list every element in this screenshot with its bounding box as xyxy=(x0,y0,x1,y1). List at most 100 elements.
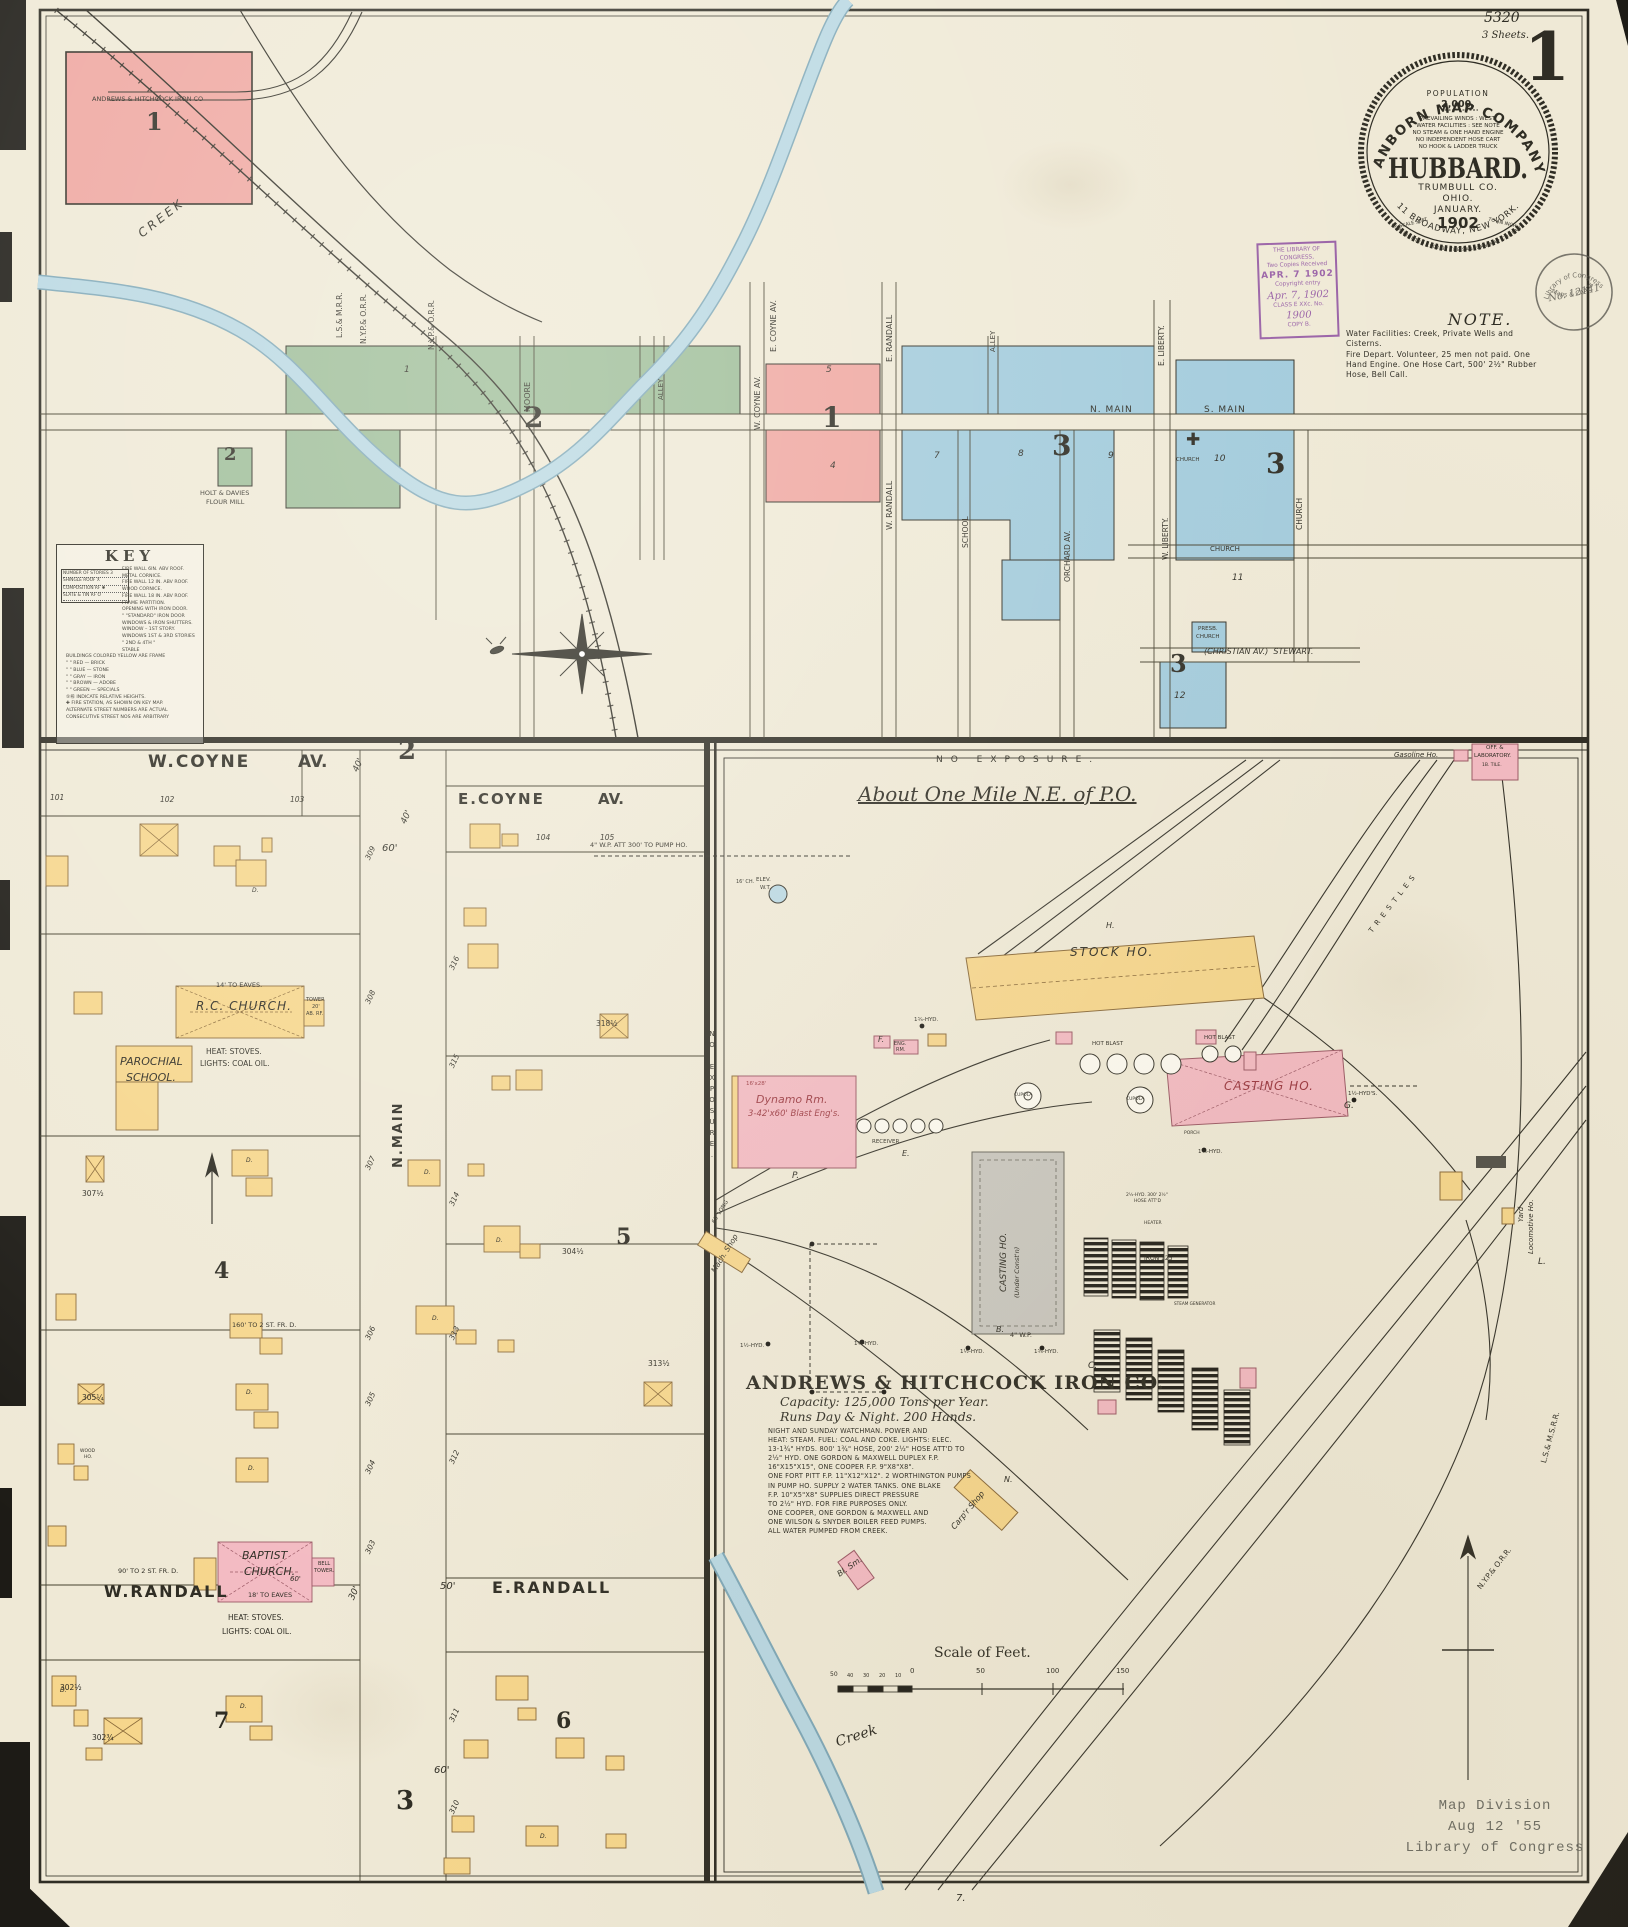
ironworks-detail-line: 2½" HYD. ONE GORDON & MAXWELL DUPLEX F.P… xyxy=(768,1454,940,1463)
map-label: C. xyxy=(1088,1361,1098,1371)
map-label: ENG. xyxy=(894,1041,907,1047)
map-label: N. MAIN xyxy=(1090,405,1133,415)
map-label: TRESTLES xyxy=(1367,870,1420,935)
map-label: 313½ xyxy=(648,1359,670,1368)
map-label: AV. xyxy=(298,752,328,772)
ironworks-title: ANDREWS & HITCHCOCK IRON CO. xyxy=(746,1372,1165,1394)
ironworks-hands: Runs Day & Night. 200 Hands. xyxy=(780,1409,977,1424)
map-label: L.S.& M.R.R. xyxy=(335,292,344,338)
map-label: AB. RF. xyxy=(306,1011,324,1017)
map-label: 2 xyxy=(398,736,417,766)
map-label: W.T. xyxy=(760,885,772,891)
map-label: (Under Const'n) xyxy=(1013,1246,1021,1298)
map-label: HEAT: STOVES. xyxy=(228,1613,284,1622)
map-label: CREEK xyxy=(135,195,188,241)
map-label: 7 xyxy=(934,451,940,461)
map-label: 305¼ xyxy=(82,1393,104,1402)
map-label: 60' xyxy=(382,843,398,854)
map-label: CHURCH. xyxy=(244,1565,296,1578)
map-label: 10 xyxy=(1214,454,1226,464)
ironworks-detail-line: HEAT: STEAM. FUEL: COAL AND COKE. LIGHTS… xyxy=(768,1436,952,1445)
map-label: D. xyxy=(432,1315,439,1322)
key-row: " "STANDARD" IRON DOOR xyxy=(122,614,185,620)
map-label: D. xyxy=(60,1687,67,1694)
map-label: HO. xyxy=(84,1455,93,1460)
map-label: D. xyxy=(540,1833,547,1840)
map-label: P. xyxy=(792,1171,800,1181)
map-label: HOSE ATT'D xyxy=(1134,1199,1161,1204)
map-label: Scale of Feet. xyxy=(934,1645,1031,1661)
map-label: E.COYNE xyxy=(458,790,545,808)
map-label: 302½ xyxy=(60,1683,82,1692)
map-label: 40' xyxy=(351,756,367,774)
map-label: CASTING HO. xyxy=(1224,1079,1314,1093)
ironworks-structures xyxy=(594,743,1519,1591)
map-label: D. xyxy=(246,1157,253,1164)
map-label: 5 xyxy=(616,1224,632,1250)
map-label: 1¾-HYD. xyxy=(1034,1349,1059,1355)
map-label: D. xyxy=(424,1169,431,1176)
ironworks-detail-line: 13-1¾" HYDS. 800' 1¾" HOSE, 200' 2½" HOS… xyxy=(768,1445,965,1454)
ironworks-detail-line: ONE COOPER, ONE GORDON & MAXWELL AND xyxy=(768,1508,929,1517)
ironworks-detail-line: ONE WILSON & SNYDER BOILER FEED PUMPS. xyxy=(768,1517,927,1526)
note-title: NOTE. xyxy=(1447,310,1513,329)
stamp-line: Library of Congress xyxy=(1405,1840,1585,1856)
map-label: 1½-HYD'S. xyxy=(1348,1091,1378,1097)
key-row: ⑤㊗ INDICATE RELATIVE HEIGHTS. xyxy=(66,694,146,700)
map-label: 306 xyxy=(363,1324,378,1342)
map-label: D. xyxy=(252,887,259,894)
map-label: D. xyxy=(248,1465,255,1472)
north-arrow-icon xyxy=(205,1152,219,1224)
map-label: BAPTIST xyxy=(242,1549,288,1562)
map-label: N.Y.P.& O.R.R. xyxy=(359,293,368,344)
key-row: FIRE WALL 18 IN. ABV ROOF. xyxy=(122,593,189,599)
map-label: 1¾-HYD. xyxy=(914,1017,939,1023)
map-label: 303 xyxy=(363,1538,378,1556)
map-label: 308 xyxy=(363,988,378,1006)
map-label: L. xyxy=(1538,1257,1546,1267)
map-label: 18' TO EAVES xyxy=(248,1591,293,1599)
map-label: 20' xyxy=(312,1004,320,1010)
key-row: FIRE WALL 12 IN. ABV ROOF. WOOD CORNICE. xyxy=(122,580,189,593)
map-label: NO EXPOSURE. xyxy=(708,1030,716,1162)
map-label: 150 xyxy=(1116,1667,1130,1675)
map-label: ✚ xyxy=(1186,430,1201,450)
map-label: PAROCHIAL xyxy=(120,1055,183,1068)
map-label: W.COYNE xyxy=(148,752,251,772)
ironworks-title-block: ANDREWS & HITCHCOCK IRON CO. Capacity: 1… xyxy=(746,1372,1165,1536)
note-line: Water Facilities: Creek, Private Wells a… xyxy=(1346,329,1514,338)
map-label: Locomotive Ho. xyxy=(1527,1199,1535,1254)
map-label: 315 xyxy=(447,1052,462,1070)
map-label: 7 xyxy=(214,1708,230,1734)
map-label: 304 xyxy=(363,1458,378,1476)
map-label: 50 xyxy=(830,1671,838,1678)
key-row: " " GREEN — SPECIALS xyxy=(66,687,120,693)
map-label: 4" W.P. ATT 300' TO PUMP HO. xyxy=(590,841,688,849)
map-label: 102 xyxy=(160,795,175,804)
ironworks-detail-line: IN PUMP HO. SUPPLY 2 WATER TANKS. ONE BL… xyxy=(768,1481,941,1490)
map-label: LIGHTS: COAL OIL. xyxy=(200,1059,270,1068)
map-label: ANDREWS & HITCHCOCK IRON CO xyxy=(92,95,204,103)
map-label: 307 xyxy=(363,1154,378,1172)
ironworks-detail-line: ONE FORT PITT F.P. 11"X12"X12". 2 WORTHI… xyxy=(768,1472,971,1481)
map-label: 40 xyxy=(847,1673,854,1679)
map-label: H. xyxy=(1106,921,1115,930)
note-line: Cisterns. xyxy=(1346,339,1382,349)
key-row: CONSECUTIVE STREET NOS ARE ARBITRARY xyxy=(66,714,169,720)
map-label: Yard xyxy=(1517,1206,1525,1222)
map-label: ELEV. xyxy=(756,877,771,883)
seal-state: OHIO. xyxy=(1442,194,1473,204)
map-label: CHURCH xyxy=(1196,634,1220,640)
map-label: CHURCH xyxy=(1210,545,1240,553)
map-label: Gasoline Ho. xyxy=(1394,751,1439,759)
map-label: N.Y.P.& O.R.R. xyxy=(427,299,436,350)
map-label: N. xyxy=(1004,1475,1013,1484)
map-label: SCHOOL. xyxy=(126,1071,176,1084)
map-label: 0 xyxy=(910,1667,915,1675)
map-label: TOWER. xyxy=(314,1568,334,1574)
map-label: CUPOLA xyxy=(1126,1097,1145,1102)
map-label: RECEIVER. xyxy=(872,1139,901,1145)
map-label: CUPOLA xyxy=(1014,1093,1033,1098)
map-label: 11 xyxy=(1232,573,1244,583)
